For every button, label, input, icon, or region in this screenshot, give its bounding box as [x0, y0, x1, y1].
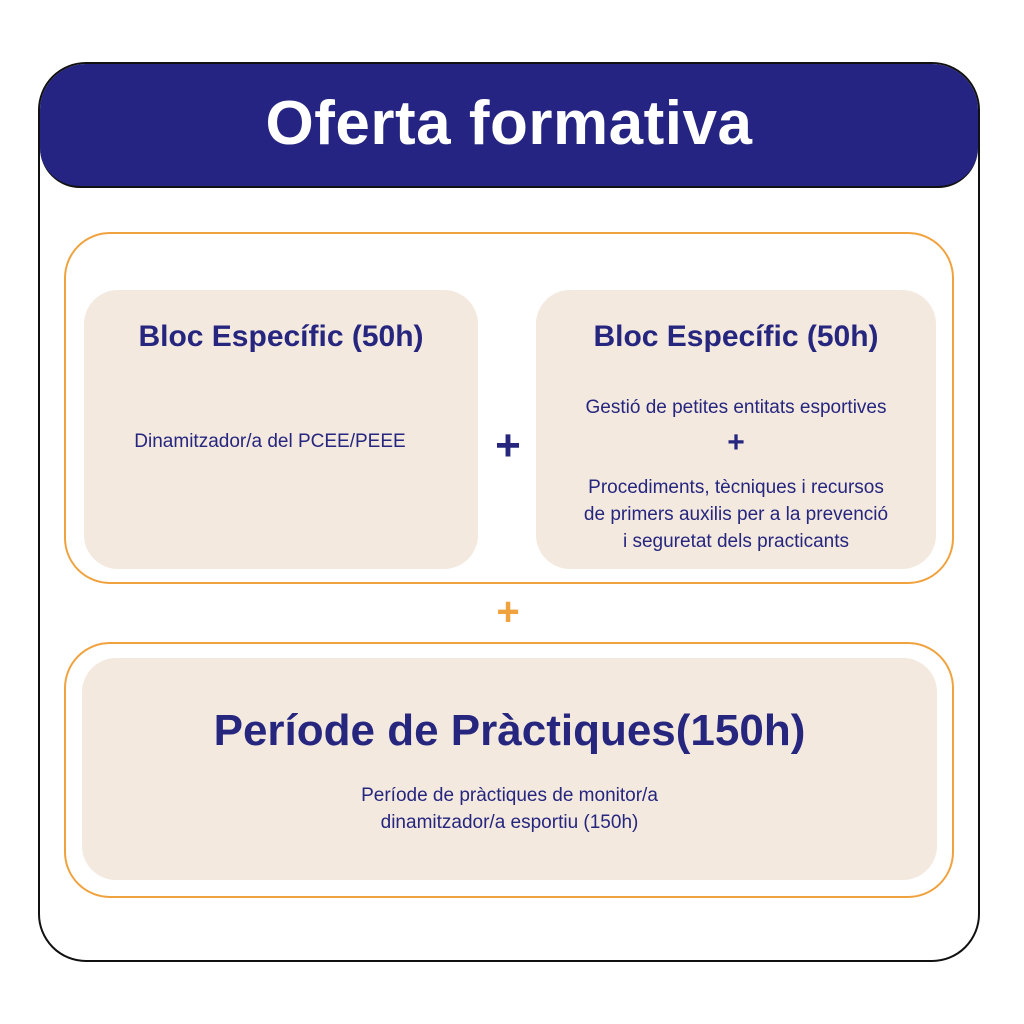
practice-group [64, 642, 954, 898]
block-item-line: Procediments, tècniques i recursos [588, 477, 884, 498]
specific-block-right: Bloc Específic (50h) Gestió de petites e… [536, 290, 936, 569]
practice-description-line: Període de pràctiques de monitor/a [361, 785, 658, 806]
block-description: Dinamitzador/a del PCEE/PEEE [134, 431, 406, 452]
block-title: Bloc Específic (50h) [593, 320, 879, 353]
practice-description: Període de pràctiques de monitor/a dinam… [82, 782, 937, 836]
practice-description-line: dinamitzador/a esportiu (150h) [380, 812, 639, 833]
specific-blocks-group [64, 232, 954, 584]
practice-title: Període de Pràctiques(150h) [213, 706, 806, 755]
plus-icon: + [495, 421, 521, 470]
plus-icon: + [727, 426, 745, 459]
header-bar: Oferta formativa [40, 64, 978, 188]
block-item: Gestió de petites entitats esportives [585, 397, 887, 418]
block-title: Bloc Específic (50h) [138, 320, 424, 353]
block-item-line: i seguretat dels practicants [622, 531, 849, 552]
block-item-line: de primers auxilis per a la prevenció [583, 504, 889, 525]
page-title: Oferta formativa [265, 88, 753, 158]
practice-block: Període de Pràctiques(150h) Període de p… [82, 658, 937, 880]
plus-icon: + [496, 590, 520, 634]
block-item: Procediments, tècniques i recursos de pr… [536, 474, 936, 555]
specific-block-left: Bloc Específic (50h) Dinamitzador/a del … [84, 290, 478, 569]
